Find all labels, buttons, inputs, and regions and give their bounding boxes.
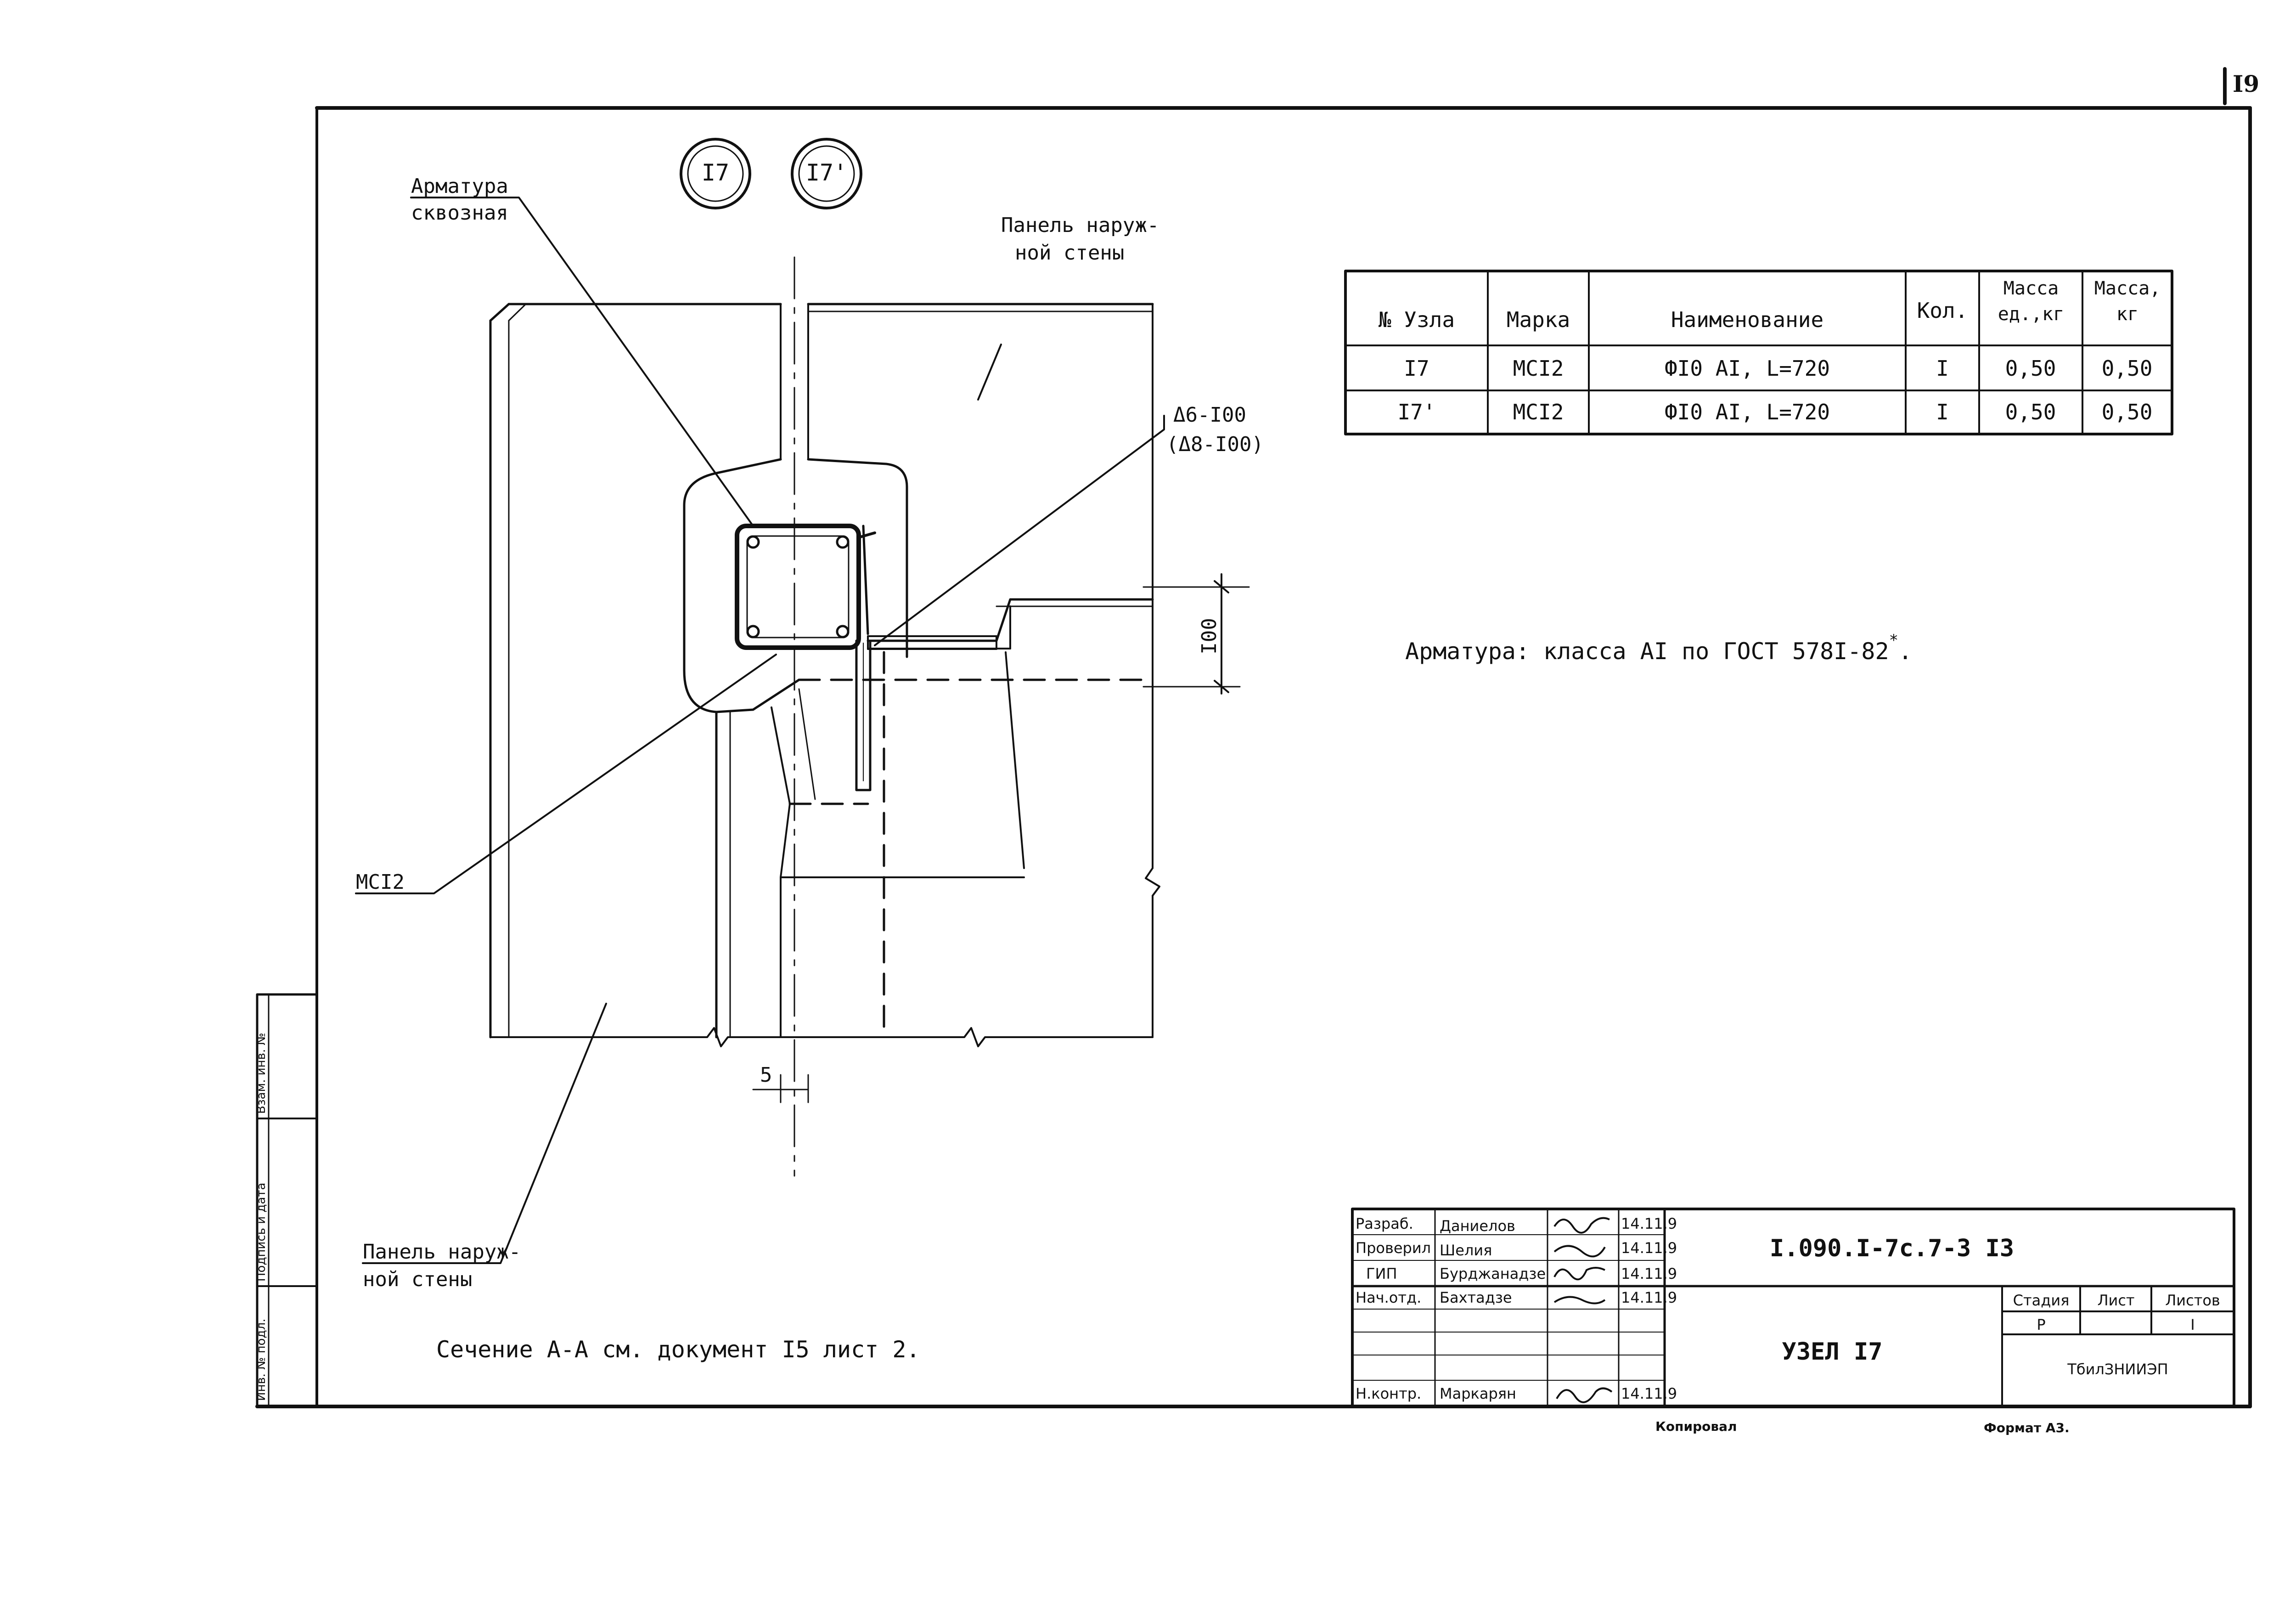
sheets-header: Листов bbox=[2165, 1292, 2220, 1309]
label-weld-spec: (Δ8-I00) bbox=[1166, 433, 1264, 456]
table-cell: МСI2 bbox=[1513, 356, 1564, 381]
table-cell: МСI2 bbox=[1513, 400, 1564, 424]
copied-by-label: Копировал bbox=[1655, 1419, 1737, 1434]
table-row: I7' МСI2 ФI0 АI, L=720 I 0,50 0,50 bbox=[1397, 400, 2152, 424]
stage-value: Р bbox=[2037, 1316, 2045, 1333]
stamp-role: Проверил bbox=[1356, 1239, 1431, 1257]
table-cell: 0,50 bbox=[2005, 356, 2056, 381]
table-cell: ФI0 АI, L=720 bbox=[1665, 400, 1830, 424]
stamp-name: Шелия bbox=[1440, 1242, 1492, 1259]
signature-marks bbox=[1553, 1217, 1613, 1403]
stamp-date: 14.11.9 bbox=[1621, 1265, 1677, 1282]
stamp-name: Бурджанадзе bbox=[1440, 1265, 1546, 1282]
label-rebar-through: Арматура bbox=[411, 175, 508, 198]
label-weld-spec: Δ6-I00 bbox=[1173, 403, 1246, 427]
node-title: УЗЕЛ I7 bbox=[1782, 1338, 1882, 1366]
stamp-name: Даниелов bbox=[1440, 1217, 1515, 1235]
stamp-role: Н.контр. bbox=[1356, 1385, 1421, 1402]
organization: ТбилЗНИИЭП bbox=[2067, 1361, 2168, 1378]
side-stamp-label: Подпись и дата bbox=[254, 1183, 268, 1282]
label-panel-top: Панель наруж- bbox=[1001, 214, 1159, 237]
label-panel-bottom: ной стены bbox=[363, 1268, 472, 1291]
dimension-5: 5 bbox=[760, 1063, 772, 1087]
sheet-number: I9 bbox=[2233, 70, 2259, 97]
label-mesh: МСI2 bbox=[356, 870, 405, 894]
sheets-value: I bbox=[2190, 1316, 2195, 1333]
table-cell: I bbox=[1936, 400, 1949, 424]
table-cell: I7' bbox=[1397, 400, 1435, 424]
table-cell: 0,50 bbox=[2005, 400, 2056, 424]
document-code: I.090.I-7с.7-3 I3 bbox=[1770, 1235, 2014, 1262]
rebar-note: Арматура: класса АI по ГОСТ 578I-82*. bbox=[1405, 631, 1912, 665]
dimension-100: I00 bbox=[1198, 618, 1221, 654]
node-marker-label: I7' bbox=[806, 159, 847, 186]
stamp-role: Нач.отд. bbox=[1356, 1289, 1421, 1306]
label-panel-top: ной стены bbox=[1015, 241, 1124, 265]
table-row: I7 МСI2 ФI0 АI, L=720 I 0,50 0,50 bbox=[1404, 356, 2152, 381]
stamp-date: 14.11.9 bbox=[1621, 1289, 1677, 1306]
stamp-name: Маркарян bbox=[1440, 1385, 1516, 1402]
stamp-date: 14.11.9 bbox=[1621, 1239, 1677, 1257]
table-header: Масса, кг bbox=[2094, 278, 2161, 325]
side-stamp-label: Взам. инв. № bbox=[254, 1033, 268, 1114]
table-header: Марка bbox=[1507, 307, 1570, 332]
stage-header: Стадия bbox=[2013, 1292, 2070, 1309]
table-cell: 0,50 bbox=[2102, 356, 2153, 381]
table-cell: 0,50 bbox=[2102, 400, 2153, 424]
stamp-role: Разраб. bbox=[1356, 1215, 1413, 1232]
table-header: Масса ед.,кг bbox=[1998, 278, 2065, 325]
table-header: № Узла bbox=[1379, 307, 1455, 332]
stamp-name: Бахтадзе bbox=[1440, 1289, 1512, 1306]
sheet-header: Лист bbox=[2097, 1292, 2134, 1309]
table-header: Наименование bbox=[1671, 307, 1823, 332]
table-cell: I7 bbox=[1404, 356, 1429, 381]
table-cell: I bbox=[1936, 356, 1949, 381]
side-stamp-label: Инв. № подл. bbox=[254, 1319, 268, 1401]
stamp-role: ГИП bbox=[1366, 1265, 1397, 1282]
label-panel-bottom: Панель наруж- bbox=[363, 1240, 521, 1264]
table-cell: ФI0 АI, L=720 bbox=[1665, 356, 1830, 381]
stamp-date: 14.11.9 bbox=[1621, 1215, 1677, 1232]
table-header: Кол. bbox=[1917, 298, 1968, 323]
stamp-date: 14.11.9 bbox=[1621, 1385, 1677, 1402]
format-label: Формат А3. bbox=[1984, 1420, 2070, 1435]
node-marker-label: I7 bbox=[702, 159, 729, 186]
label-rebar-through: сквозная bbox=[411, 201, 508, 225]
section-note: Сечение А-А см. документ I5 лист 2. bbox=[436, 1336, 920, 1363]
